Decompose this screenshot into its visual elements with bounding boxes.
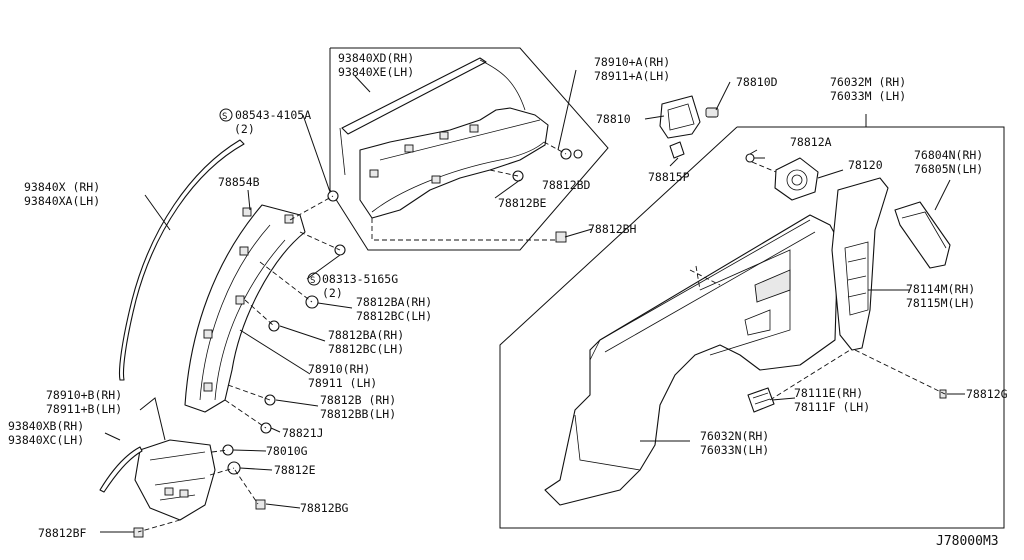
label-08313: 08313-5165G <box>322 272 398 286</box>
label-78114m: 78114M(RH) <box>906 282 975 296</box>
label-76032m: 76032M (RH) <box>830 75 906 89</box>
label-78812ba-2: 78812BA(RH) <box>328 328 404 342</box>
label-93840xa: 93840XA(LH) <box>24 194 100 208</box>
label-78911a: 78911+A(LH) <box>594 69 670 83</box>
label-78812bc-1: 78812BC(LH) <box>356 309 432 323</box>
label-78911: 78911 (LH) <box>308 376 377 390</box>
label-93840xd: 93840XD(RH) <box>338 51 414 65</box>
label-78911b: 78911+B(LH) <box>46 402 122 416</box>
label-93840xe: 93840XE(LH) <box>338 65 414 79</box>
lamp-group <box>659 81 731 159</box>
flap-group <box>99 439 266 538</box>
labels: 93840XD(RH) 93840XE(LH) 78910+A(RH) 7891… <box>8 51 1008 549</box>
label-78120: 78120 <box>848 158 883 172</box>
diagram-code: J78000M3 <box>936 534 999 549</box>
arch-trim-group <box>184 190 346 434</box>
leader-lines <box>100 69 965 533</box>
label-76804n: 76804N(RH) <box>914 148 983 162</box>
label-78010g: 78010G <box>266 444 308 458</box>
label-78111e: 78111E(RH) <box>794 386 863 400</box>
label-78812ba-1: 78812BA(RH) <box>356 295 432 309</box>
label-78815p: 78815P <box>648 170 690 184</box>
label-08543-qty: (2) <box>234 122 255 136</box>
label-78115m: 78115M(LH) <box>906 296 975 310</box>
label-08543: 08543-4105A <box>235 108 311 122</box>
label-78812bb: 78812BB(LH) <box>320 407 396 421</box>
label-08313-qty: (2) <box>322 286 343 300</box>
label-78111f: 78111F (LH) <box>794 400 870 414</box>
body-panel-group <box>499 126 1005 529</box>
label-76805n: 76805N(LH) <box>914 162 983 176</box>
label-78812e: 78812E <box>274 463 316 477</box>
label-78812bd: 78812BD <box>542 178 591 192</box>
label-78812bc-2: 78812BC(LH) <box>328 342 404 356</box>
label-93840xb: 93840XB(RH) <box>8 419 84 433</box>
label-78810: 78810 <box>596 112 631 126</box>
s-symbols: S S <box>219 108 321 286</box>
left-weatherstrip <box>118 139 245 381</box>
label-78812a: 78812A <box>790 135 832 149</box>
svg-text:S: S <box>222 112 227 122</box>
label-76033n: 76033N(LH) <box>700 443 769 457</box>
label-78812b: 78812B (RH) <box>320 393 396 407</box>
upper-panel-group <box>329 47 609 251</box>
label-93840xc: 93840XC(LH) <box>8 433 84 447</box>
label-78812bf: 78812BF <box>38 526 87 540</box>
label-78812bg: 78812BG <box>300 501 349 515</box>
label-78812bh: 78812BH <box>588 222 637 236</box>
label-78910b: 78910+B(RH) <box>46 388 122 402</box>
label-78810d: 78810D <box>736 75 778 89</box>
label-78854b: 78854B <box>218 175 260 189</box>
label-93840x: 93840X (RH) <box>24 180 100 194</box>
label-76033m: 76033M (LH) <box>830 89 906 103</box>
label-78812g: 78812G <box>966 387 1008 401</box>
label-78910: 78910(RH) <box>308 362 370 376</box>
svg-text:S: S <box>310 276 315 286</box>
label-78910a: 78910+A(RH) <box>594 55 670 69</box>
label-78821j: 78821J <box>282 426 324 440</box>
label-78812be: 78812BE <box>498 196 547 210</box>
label-76032n: 76032N(RH) <box>700 429 769 443</box>
